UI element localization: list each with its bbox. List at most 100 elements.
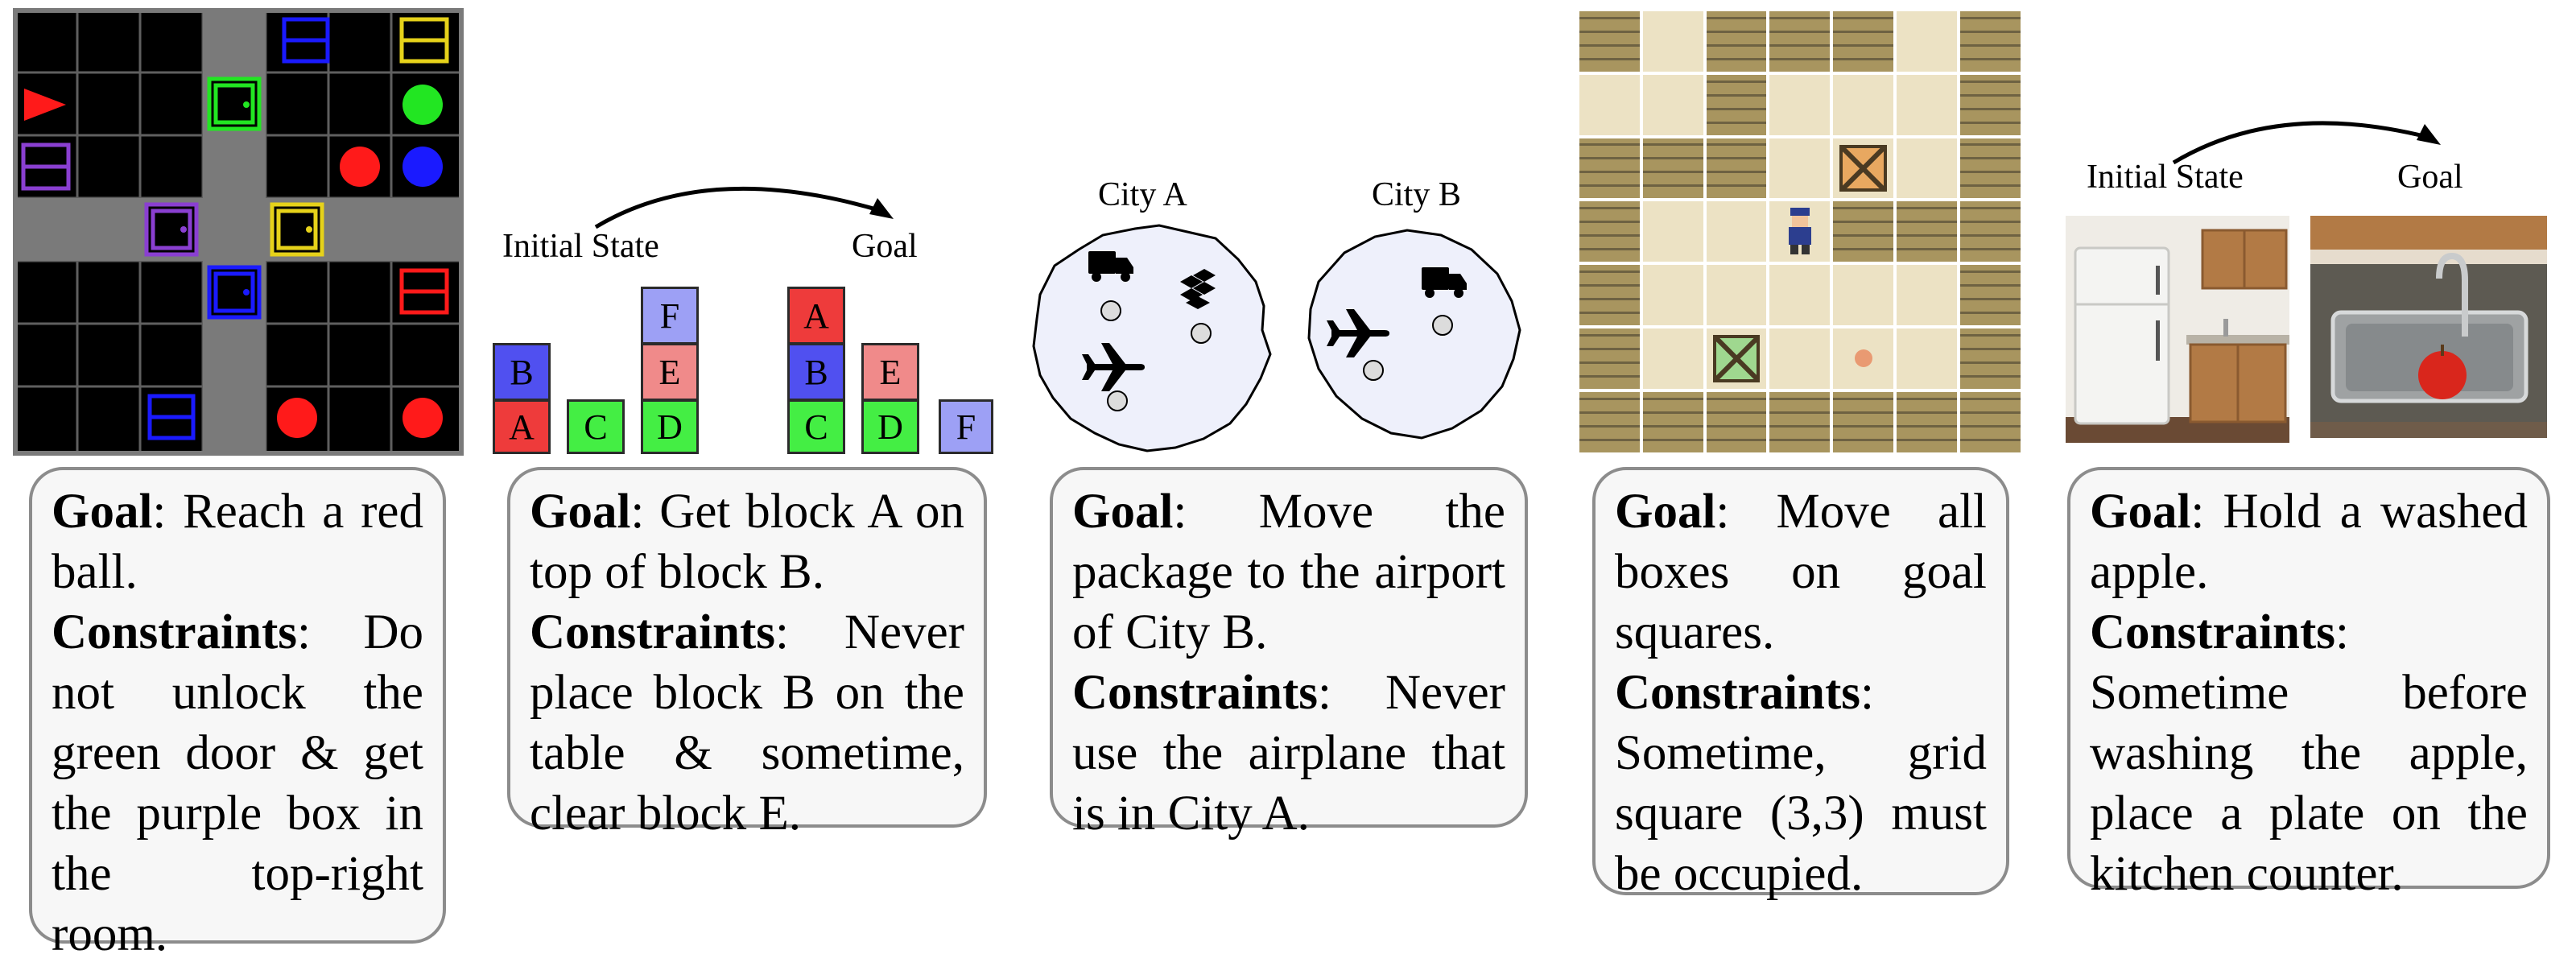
- box-purple: [21, 143, 71, 191]
- sokoban-floor: [1833, 328, 1893, 389]
- goal-box-3: Goal: Move the package to the airport of…: [1050, 467, 1528, 841]
- truck-icon: [1422, 267, 1467, 298]
- sokoban-wall: [1579, 265, 1640, 325]
- player-icon: [1785, 208, 1814, 256]
- city-a-label: City A: [1098, 176, 1187, 213]
- apple-icon: [2418, 351, 2467, 399]
- goal-label: Goal: [2090, 485, 2191, 539]
- logistics-scene: [1032, 224, 1272, 452]
- constraints-text: : Never place block B on the table & som…: [530, 605, 964, 841]
- wall-horizontal: [13, 198, 464, 261]
- sokoban-box: [1712, 335, 1761, 382]
- sokoban-wall: [1959, 201, 2021, 262]
- sokoban-floor: [1642, 74, 1703, 135]
- block-c: C: [567, 399, 625, 454]
- block-f: F: [939, 399, 993, 454]
- sokoban-floor: [1897, 265, 1957, 325]
- minigrid-scene: [8, 3, 469, 461]
- goal-text: : Hold a washed apple.: [2090, 485, 2528, 599]
- block-b: B: [787, 343, 845, 401]
- goal-state-label: Goal: [852, 228, 918, 265]
- box-yellow: [399, 17, 449, 64]
- sokoban-floor: [1579, 74, 1640, 135]
- block-d: D: [641, 399, 699, 454]
- sokoban-panel: [1578, 10, 2022, 454]
- block-c: C: [787, 399, 845, 454]
- sokoban-wall: [1769, 391, 1831, 452]
- city-b-label: City B: [1372, 176, 1461, 213]
- constraints-text: : Do not unlock the green door & get the…: [52, 605, 423, 961]
- location-node: [1432, 315, 1453, 336]
- goal-label: Goal: [1615, 485, 1716, 539]
- location-node: [1363, 360, 1384, 381]
- block-d: D: [861, 399, 919, 454]
- constraints-label: Constraints: [530, 605, 776, 659]
- constraints-label: Constraints: [1615, 666, 1861, 720]
- kitchen-initial-image: [2066, 216, 2289, 443]
- door-purple: [144, 202, 199, 257]
- ball-red: [340, 147, 380, 187]
- goal-text: : Move all boxes on goal squares.: [1615, 485, 1987, 659]
- sokoban-wall: [1579, 138, 1640, 199]
- goal-state-label: Goal: [2397, 159, 2463, 196]
- airplane-icon: [1327, 309, 1389, 357]
- constraints-text: : Never use the airplane that is in City…: [1072, 666, 1505, 841]
- sokoban-wall: [1706, 11, 1767, 72]
- sokoban-floor: [1897, 138, 1957, 199]
- sokoban-floor: [1897, 11, 1957, 72]
- sokoban-wall: [1959, 265, 2021, 325]
- sokoban-wall: [1833, 201, 1893, 262]
- blocks-arrow: [594, 186, 894, 229]
- goal-label: Goal: [1072, 485, 1174, 539]
- goal-text: : Reach a red ball.: [52, 485, 423, 599]
- sokoban-floor: [1706, 265, 1767, 325]
- goal-label: Goal: [52, 485, 153, 539]
- city-b-region: [1307, 229, 1521, 440]
- sokoban-floor: [1706, 328, 1767, 389]
- ball-red: [277, 398, 317, 438]
- package-icon: [1180, 269, 1216, 309]
- door-green: [207, 76, 262, 131]
- sokoban-floor: [1897, 74, 1957, 135]
- sokoban-wall: [1959, 74, 2021, 135]
- sokoban-floor: [1769, 138, 1831, 199]
- sokoban-floor: [1833, 138, 1893, 199]
- kitchen-arrow: [2172, 121, 2441, 165]
- sokoban-wall: [1833, 11, 1893, 72]
- constraints-label: Constraints: [1072, 666, 1319, 720]
- initial-state-label: Initial State: [2087, 159, 2244, 196]
- location-node: [1107, 390, 1128, 411]
- initial-state-label: Initial State: [502, 228, 659, 265]
- door-yellow: [270, 202, 324, 257]
- sokoban-wall: [1769, 11, 1831, 72]
- sokoban-floor: [1769, 74, 1831, 135]
- goal-box-2: Goal: Get block A on top of block B. Con…: [507, 467, 987, 841]
- sokoban-wall: [1579, 201, 1640, 262]
- sokoban-wall: [1833, 391, 1893, 452]
- goal-label: Goal: [530, 485, 631, 539]
- sokoban-floor: [1769, 201, 1831, 262]
- sokoban-wall: [1706, 391, 1767, 452]
- box-blue-top: [282, 17, 330, 64]
- box-red: [399, 268, 449, 315]
- sokoban-wall: [1706, 74, 1767, 135]
- sokoban-floor: [1833, 265, 1893, 325]
- sokoban-box: [1839, 144, 1887, 192]
- sokoban-floor: [1642, 11, 1703, 72]
- constraints-text: : Sometime before washing the apple, pla…: [2090, 605, 2528, 901]
- location-node: [1191, 323, 1212, 344]
- kitchen-goal-image: [2310, 216, 2547, 438]
- ball-green: [402, 85, 443, 125]
- sokoban-wall: [1642, 391, 1703, 452]
- constraints-label: Constraints: [2090, 605, 2336, 659]
- sokoban-floor: [1769, 328, 1831, 389]
- goal-text: : Move the package to the airport of Cit…: [1072, 485, 1505, 659]
- sokoban-floor: [1642, 328, 1703, 389]
- sokoban-wall: [1579, 391, 1640, 452]
- location-node: [1100, 300, 1121, 321]
- goal-square-dot: [1854, 349, 1872, 368]
- sokoban-wall: [1959, 328, 2021, 389]
- block-e: E: [641, 343, 699, 401]
- block-f: F: [641, 287, 699, 345]
- sokoban-floor: [1769, 265, 1831, 325]
